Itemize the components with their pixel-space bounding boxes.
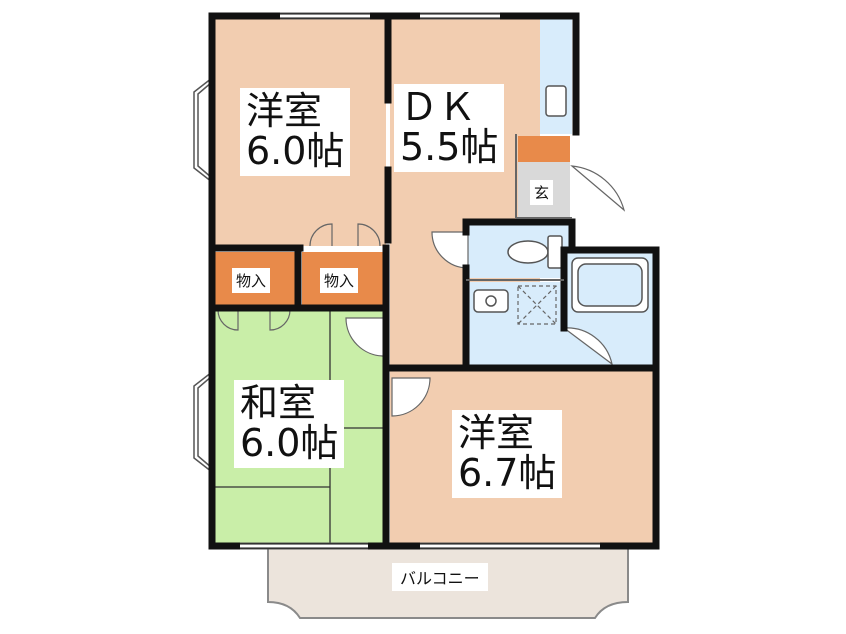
sink [545, 85, 567, 117]
windows [240, 14, 600, 548]
japanese-room-size: 6.0帖 [240, 420, 339, 465]
western-room-1-label: 洋室 6.0帖 [240, 88, 351, 176]
dk-label: ＤＫ 5.5帖 [394, 84, 505, 172]
closet-left-label: 物入 [232, 268, 271, 293]
wash-basin [473, 289, 509, 313]
window-frames [240, 12, 600, 550]
toilet [507, 235, 563, 269]
western-room-1-name: 洋室 [246, 89, 323, 133]
entrance-label: 玄 [530, 180, 554, 205]
dk-name: ＤＫ [400, 85, 477, 129]
japanese-room-name: 和室 [240, 381, 317, 425]
western-room-2-name: 洋室 [458, 411, 535, 455]
washer-space [517, 285, 557, 325]
entrance-step [518, 136, 570, 162]
balcony-label: バルコニー [392, 563, 488, 591]
western-room-2-label: 洋室 6.7帖 [452, 410, 563, 498]
western-room-2-size: 6.7帖 [458, 450, 557, 495]
dk-size: 5.5帖 [400, 124, 499, 169]
thin-walls [466, 134, 572, 281]
closet-right-label: 物入 [320, 268, 359, 293]
western-room-1-size: 6.0帖 [246, 128, 345, 173]
japanese-room-label: 和室 6.0帖 [234, 380, 345, 468]
bathtub [571, 257, 649, 313]
closet-doors [217, 223, 381, 331]
